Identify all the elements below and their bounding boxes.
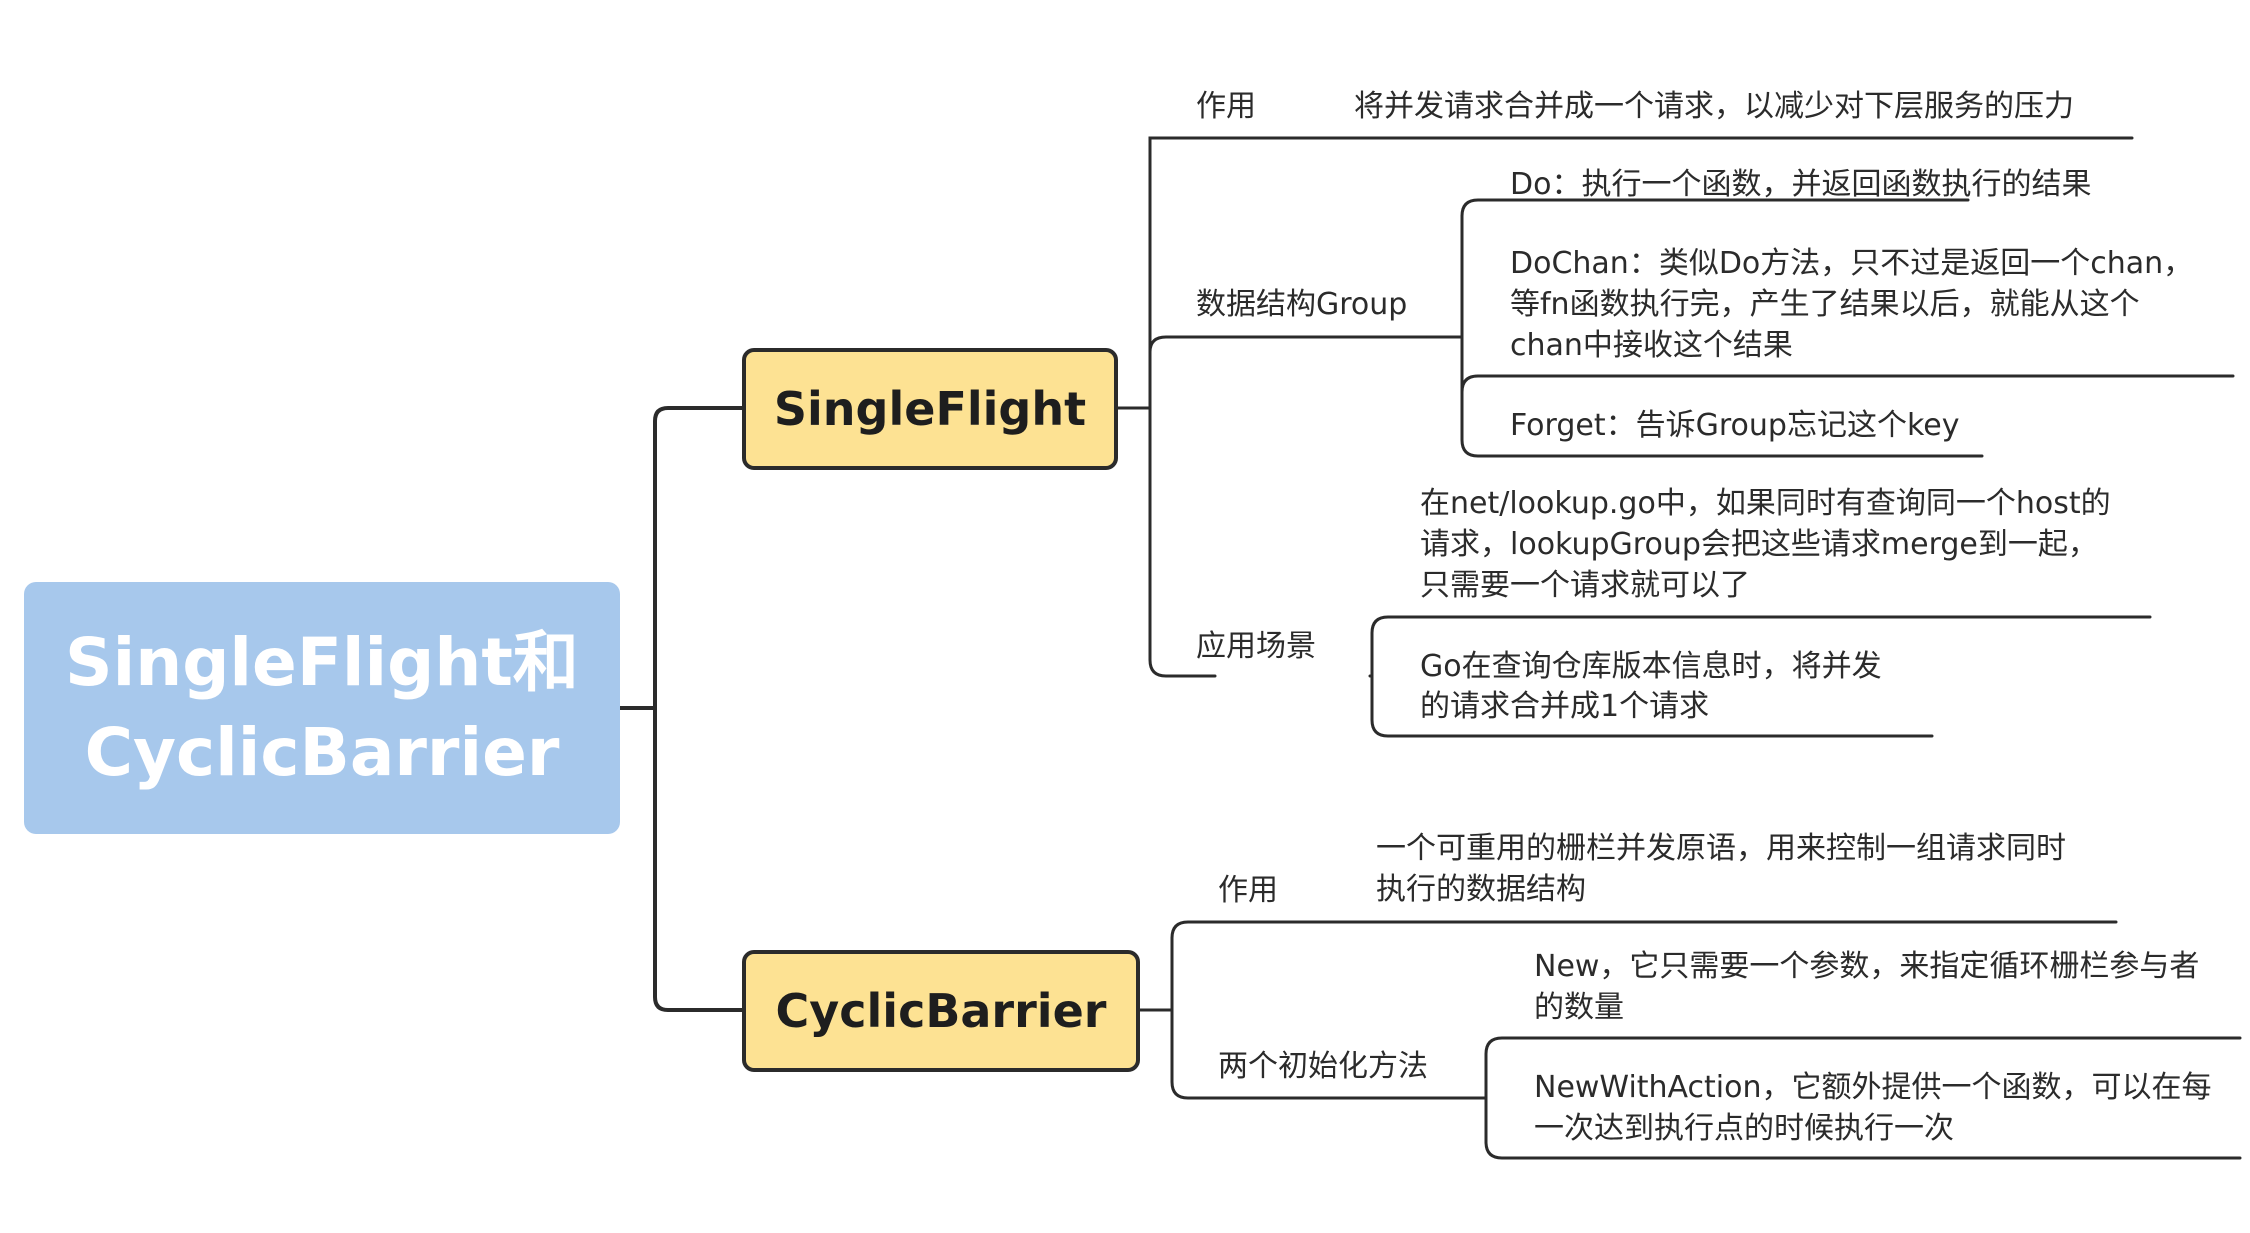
sf-usage-go-line1: Go在查询仓库版本信息时，将并发 — [1420, 649, 1882, 684]
sf-group-label[interactable]: 数据结构Group — [1196, 287, 1408, 322]
cb-init-nwa-line1: NewWithAction，它额外提供一个函数，可以在每 — [1534, 1070, 2212, 1105]
cyclicbarrier-title: CyclicBarrier — [775, 984, 1107, 1038]
cb-init-label[interactable]: 两个初始化方法 — [1218, 1049, 1428, 1084]
singleflight-topic[interactable]: SingleFlight — [742, 348, 1118, 470]
cb-init-new-line2: 的数量 — [1534, 990, 1624, 1025]
sf-usage-net-line2: 请求，lookupGroup会把这些请求merge到一起， — [1420, 527, 2098, 562]
cb-init-new-line1: New，它只需要一个参数，来指定循环栅栏参与者 — [1534, 949, 2200, 984]
cb-role-text-line2: 执行的数据结构 — [1376, 872, 1586, 907]
sf-usage-label[interactable]: 应用场景 — [1196, 629, 1316, 664]
sf-usage-net-line1: 在net/lookup.go中，如果同时有查询同一个host的 — [1420, 486, 2111, 521]
sf-group-do[interactable]: Do：执行一个函数，并返回函数执行的结果 — [1510, 167, 2092, 202]
sf-group-dochan-line2: 等fn函数执行完，产生了结果以后，就能从这个 — [1510, 287, 2140, 322]
singleflight-title: SingleFlight — [773, 382, 1087, 436]
root-title-line2: CyclicBarrier — [84, 714, 560, 791]
cyclicbarrier-topic[interactable]: CyclicBarrier — [742, 950, 1140, 1072]
sf-role-text[interactable]: 将并发请求合并成一个请求，以减少对下层服务的压力 — [1354, 89, 2074, 124]
sf-role-label[interactable]: 作用 — [1196, 89, 1256, 124]
sf-usage-go-line2: 的请求合并成1个请求 — [1420, 689, 1710, 724]
sf-group-dochan-line1: DoChan：类似Do方法，只不过是返回一个chan， — [1510, 246, 2194, 281]
cb-role-label[interactable]: 作用 — [1218, 873, 1278, 908]
root-title-line1: SingleFlight和 — [65, 624, 579, 701]
cb-init-nwa-line2: 一次达到执行点的时候执行一次 — [1534, 1111, 1954, 1146]
sf-usage-net-line3: 只需要一个请求就可以了 — [1420, 568, 1750, 603]
cb-role-text-line1: 一个可重用的栅栏并发原语，用来控制一组请求同时 — [1376, 831, 2066, 866]
sf-group-forget[interactable]: Forget：告诉Group忘记这个key — [1510, 408, 1960, 443]
sf-group-dochan-line3: chan中接收这个结果 — [1510, 328, 1793, 363]
root-node[interactable]: SingleFlight和 CyclicBarrier — [24, 582, 620, 834]
